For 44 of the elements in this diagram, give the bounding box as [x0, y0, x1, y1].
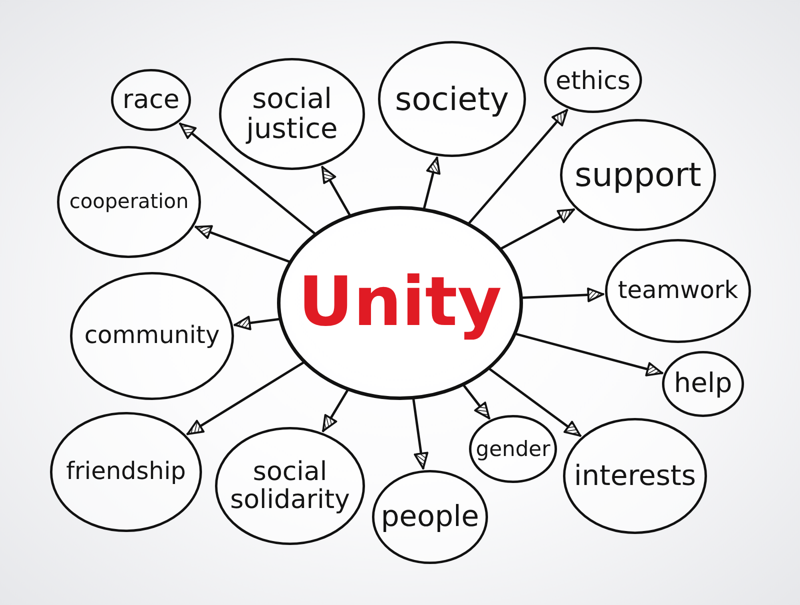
topic-ellipse — [378, 41, 526, 157]
topic-label: ethics — [556, 66, 630, 94]
arrow — [412, 398, 428, 470]
topic-label: teamwork — [618, 278, 738, 304]
topic-ellipse — [50, 412, 202, 532]
topic-ellipse — [57, 146, 201, 258]
topic-label: friendship — [66, 459, 186, 485]
arrow — [468, 108, 568, 224]
topic-ellipse — [469, 415, 557, 483]
topic-label: help — [674, 369, 732, 399]
arrow — [186, 362, 304, 436]
topic-ellipse — [544, 47, 642, 113]
topic-label: people — [380, 501, 480, 533]
central-ellipse — [277, 206, 523, 400]
topic-ellipse — [215, 427, 365, 545]
arrow — [234, 316, 280, 330]
arrow — [522, 288, 604, 302]
topic-label: cooperation — [69, 191, 189, 213]
arrow — [322, 389, 349, 432]
topic-label: support — [574, 157, 702, 193]
topic-label: interests — [574, 460, 696, 492]
topic-label: social solidarity — [229, 458, 351, 514]
topic-ellipse — [219, 58, 365, 170]
topic-ellipse — [563, 418, 707, 534]
topic-label: community — [84, 323, 220, 349]
topic-label: race — [122, 86, 180, 114]
topic-label: gender — [476, 438, 550, 460]
topic-ellipse — [662, 351, 744, 417]
topic-label: social justice — [244, 84, 339, 144]
arrow — [423, 156, 440, 210]
arrow — [500, 208, 575, 250]
topic-label: society — [395, 82, 509, 116]
topic-ellipse — [111, 69, 191, 131]
central-title: Unity — [298, 266, 502, 340]
arrow — [462, 384, 490, 420]
arrow — [488, 368, 582, 437]
topic-ellipse — [560, 119, 716, 231]
arrow — [194, 225, 290, 263]
topic-ellipse — [372, 470, 488, 564]
arrow — [178, 122, 316, 234]
topic-ellipse — [70, 272, 234, 400]
arrow — [515, 332, 664, 376]
topic-ellipse — [605, 239, 751, 343]
arrow — [321, 166, 351, 216]
